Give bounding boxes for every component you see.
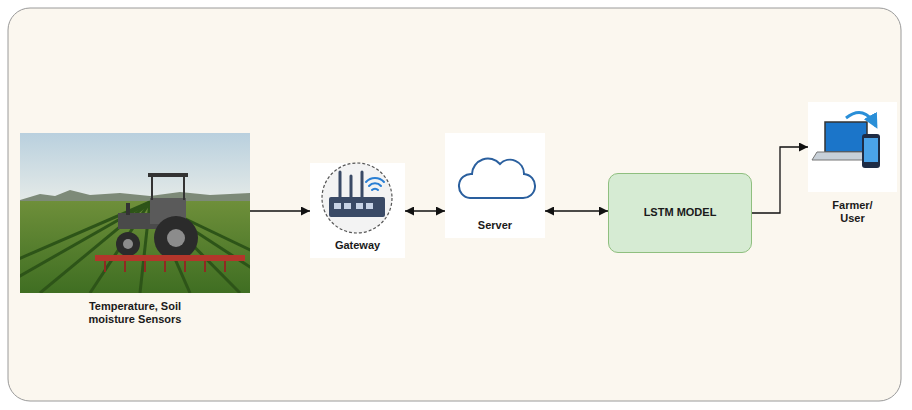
node-label: Temperature, Soil moisture Sensors xyxy=(85,300,185,326)
gateway-box: Gateway xyxy=(310,163,405,258)
phone-screen xyxy=(864,138,878,162)
tractor xyxy=(95,173,245,272)
phone xyxy=(862,134,880,168)
sensor-photo: Temperature, Soil moisture Sensors xyxy=(20,133,250,293)
cloud-icon xyxy=(445,133,545,238)
model-box: LSTM MODEL xyxy=(608,173,752,253)
dashed-circle xyxy=(322,163,392,233)
connector-arrow xyxy=(405,210,445,211)
user-panel xyxy=(808,102,897,192)
field xyxy=(20,201,250,293)
laptop-screen xyxy=(825,122,867,152)
cloud-outline xyxy=(459,159,535,198)
router-body xyxy=(329,197,385,217)
server-box: Server xyxy=(445,133,545,238)
gateway-icon xyxy=(310,163,405,258)
crop-rows xyxy=(20,202,250,293)
node-label: Farmer/ User xyxy=(825,199,881,225)
device-icon xyxy=(808,102,897,192)
server-panel xyxy=(445,133,545,238)
node-label: Gateway xyxy=(310,239,405,252)
connector-arrow xyxy=(545,210,608,211)
field-photo xyxy=(20,133,250,293)
sky xyxy=(20,133,250,203)
sync-arrow xyxy=(846,113,876,126)
gateway-panel xyxy=(310,163,405,258)
node-label: Server xyxy=(445,219,545,232)
user-box: Farmer/ User xyxy=(808,102,897,192)
connector-arrow xyxy=(250,210,310,211)
node-label: LSTM MODEL xyxy=(638,206,723,219)
connector-arrow xyxy=(752,147,808,213)
